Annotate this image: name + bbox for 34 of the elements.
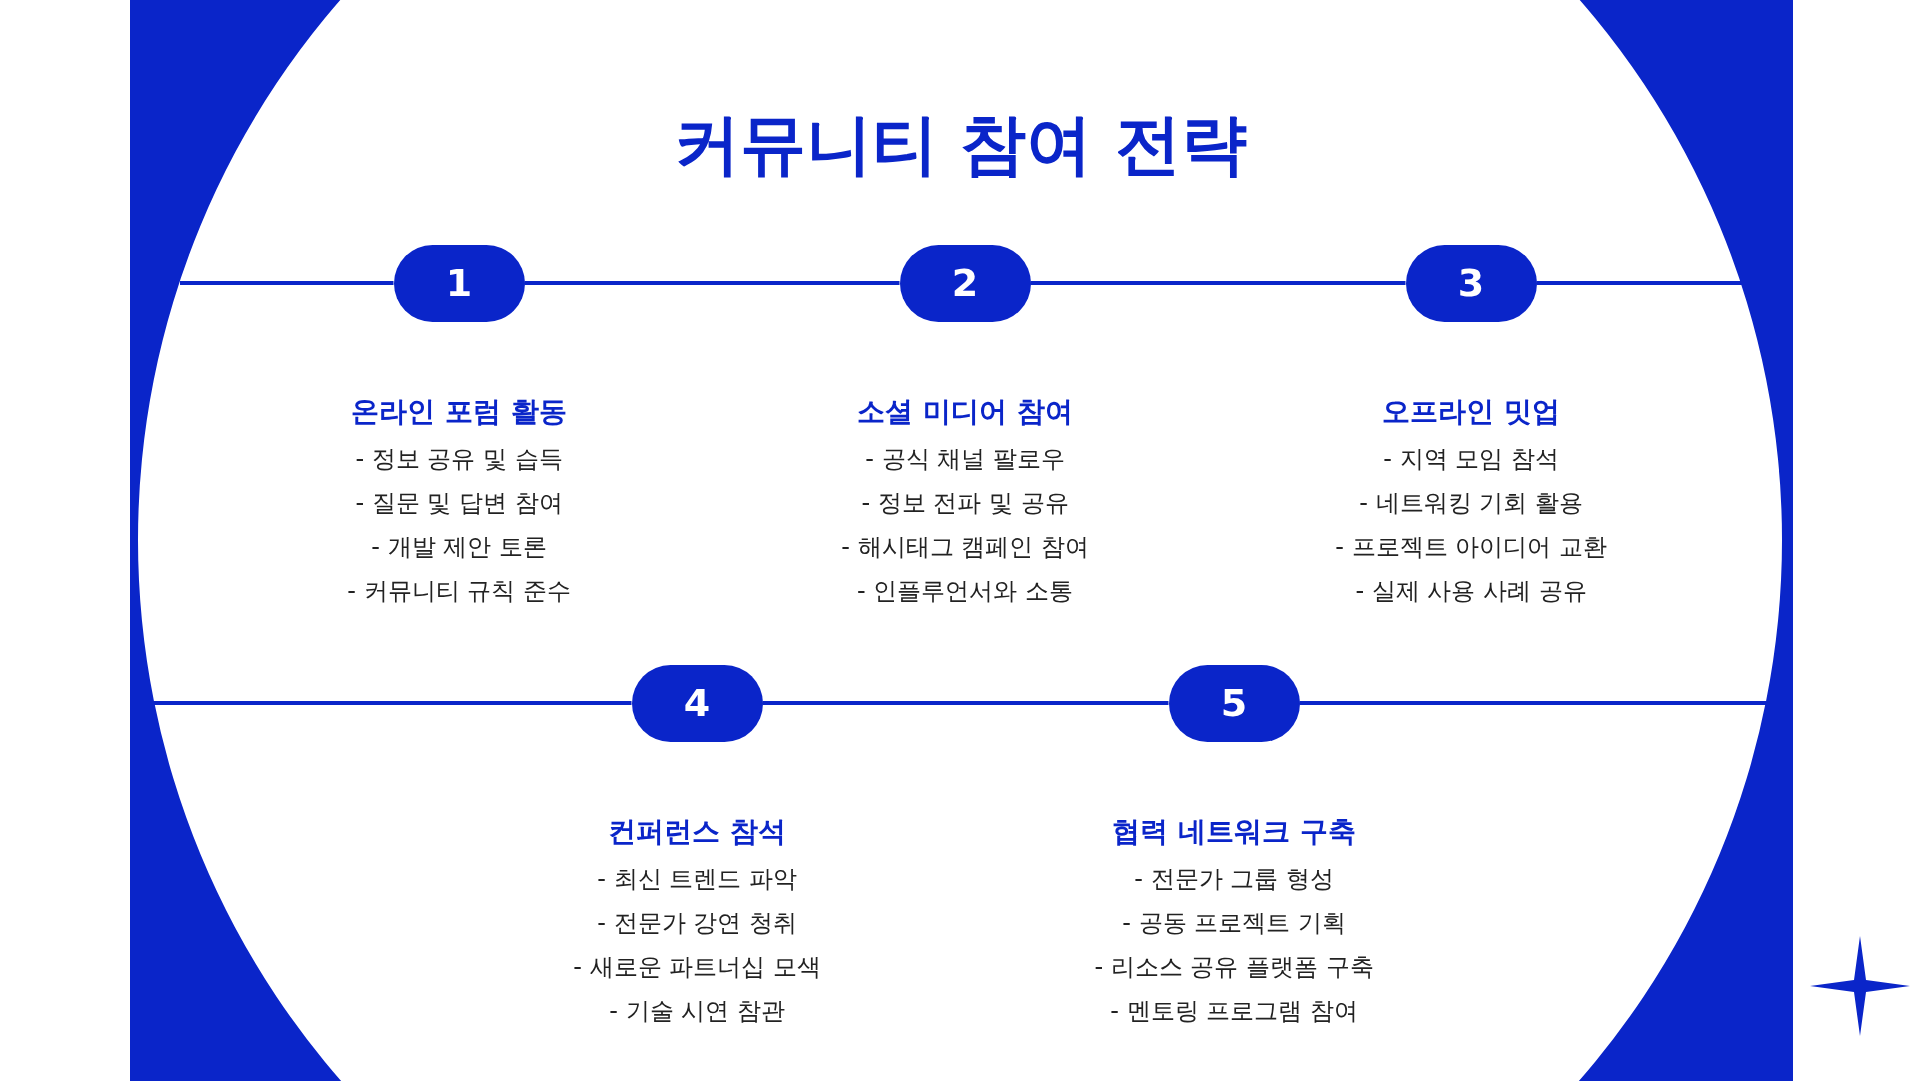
slide-title: 커뮤니티 참여 전략: [672, 105, 1249, 185]
list-item: - 전문가 강연 청취: [596, 908, 798, 939]
list-item: - 최신 트렌드 파악: [596, 864, 798, 895]
connector-line: [1030, 281, 1406, 285]
list-item: - 새로운 파트너십 모색: [572, 952, 822, 983]
list-item: - 리소스 공유 플랫폼 구축: [1093, 952, 1375, 983]
list-item: - 정보 공유 및 습득: [354, 444, 564, 475]
section-heading: 컨퍼런스 참석: [607, 814, 787, 850]
list-item: - 해시태그 캠페인 참여: [840, 532, 1090, 563]
list-item: - 전문가 그룹 형성: [1133, 864, 1335, 895]
list-item: - 실제 사용 사례 공유: [1354, 576, 1588, 607]
step-number-pill: 1: [393, 244, 525, 322]
list-item: - 개발 제안 토론: [370, 532, 548, 563]
list-item: - 프로젝트 아이디어 교환: [1334, 532, 1608, 563]
step-number-pill: 2: [899, 244, 1031, 322]
list-item: - 정보 전파 및 공유: [860, 488, 1070, 519]
list-item: - 기술 시연 참관: [608, 996, 786, 1027]
list-item: - 멘토링 프로그램 참여: [1109, 996, 1359, 1027]
section-heading: 협력 네트워크 구축: [1111, 814, 1357, 850]
section-heading: 온라인 포럼 활동: [350, 394, 568, 430]
list-item: - 인플루언서와 소통: [856, 576, 1074, 607]
list-item: - 커뮤니티 규칙 준수: [346, 576, 572, 607]
connector-line: [762, 701, 1169, 705]
step-number-pill: 3: [1405, 244, 1537, 322]
section-heading: 오프라인 밋업: [1381, 394, 1561, 430]
list-item: - 네트워킹 기회 활용: [1358, 488, 1584, 519]
step-number-pill: 4: [631, 664, 763, 742]
list-item: - 공동 프로젝트 기획: [1121, 908, 1347, 939]
list-item: - 지역 모임 참석: [1382, 444, 1560, 475]
list-item: - 공식 채널 팔로우: [864, 444, 1066, 475]
list-item: - 질문 및 답변 참여: [354, 488, 564, 519]
section-heading: 소셜 미디어 참여: [856, 394, 1074, 430]
connector-line: [524, 281, 900, 285]
step-number-pill: 5: [1168, 664, 1300, 742]
